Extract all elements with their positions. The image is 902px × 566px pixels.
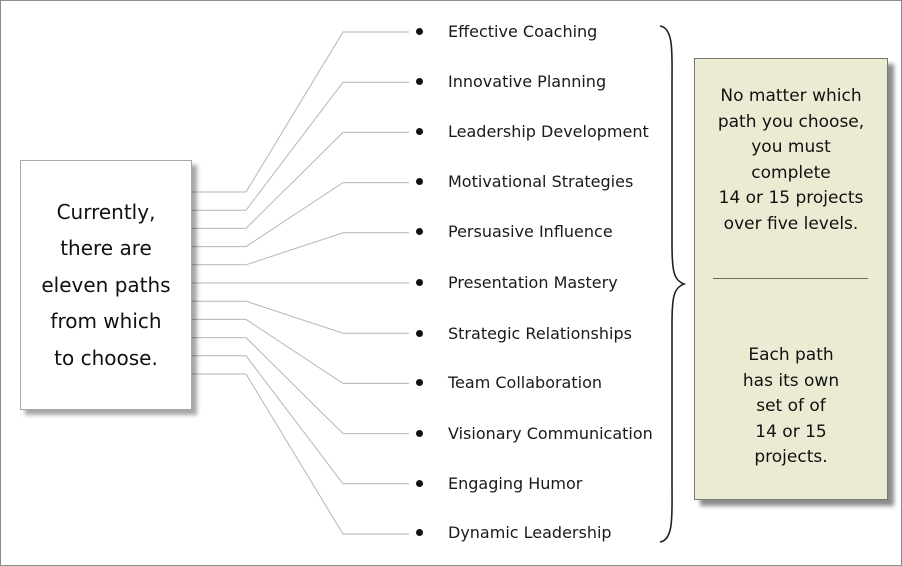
intro-line: to choose. [54, 345, 158, 370]
path-item: Motivational Strategies [416, 170, 633, 192]
connector-line [191, 373, 409, 535]
intro-line: Currently, [56, 199, 156, 224]
intro-box: Currently, there are eleven paths from w… [20, 160, 192, 410]
bullet-icon [416, 177, 423, 185]
path-label: Team Collaboration [448, 372, 603, 392]
path-label: Innovative Planning [448, 71, 607, 91]
connector-line [191, 300, 409, 334]
path-item: Leadership Development [416, 120, 649, 142]
bullet-icon [416, 329, 423, 337]
path-item: Team Collaboration [416, 371, 602, 393]
bullet-icon [416, 479, 423, 487]
path-label: Persuasive Influence [448, 221, 613, 241]
connector-line [191, 355, 409, 485]
path-label: Engaging Humor [448, 473, 583, 493]
path-item: Innovative Planning [416, 70, 606, 92]
connector-line [191, 318, 409, 384]
connector-line [191, 232, 409, 266]
connector-line [191, 131, 409, 229]
intro-text: Currently, there are eleven paths from w… [31, 194, 181, 377]
intro-line: from which [50, 309, 162, 334]
path-item: Engaging Humor [416, 472, 582, 494]
path-item: Effective Coaching [416, 20, 597, 42]
curly-brace-icon [659, 25, 687, 543]
bullet-icon [416, 27, 423, 35]
path-item: Visionary Communication [416, 422, 653, 444]
connector-line [191, 182, 409, 248]
connector-line [191, 81, 409, 211]
path-label: Strategic Relationships [448, 323, 632, 343]
summary-divider [713, 278, 868, 279]
path-label: Motivational Strategies [448, 171, 634, 191]
path-label: Visionary Communication [448, 423, 653, 443]
bullet-icon [416, 278, 423, 286]
path-item: Dynamic Leadership [416, 521, 612, 543]
bullet-icon [416, 127, 423, 135]
path-label: Dynamic Leadership [448, 522, 612, 542]
path-item: Strategic Relationships [416, 322, 632, 344]
bullet-icon [416, 227, 423, 235]
summary-box: No matter which path you choose, you mus… [694, 58, 888, 500]
summary-bottom-text: Each path has its own set of of 14 or 15… [742, 345, 840, 467]
path-item: Presentation Mastery [416, 271, 618, 293]
intro-line: there are [60, 236, 152, 261]
intro-line: eleven paths [41, 272, 171, 297]
bullet-icon [416, 378, 423, 386]
path-label: Effective Coaching [448, 21, 598, 41]
bullet-icon [416, 77, 423, 85]
path-label: Presentation Mastery [448, 272, 618, 292]
bullet-icon [416, 429, 423, 437]
summary-top-text: No matter which path you choose, you mus… [717, 86, 865, 234]
connector-line [191, 337, 409, 435]
path-item: Persuasive Influence [416, 220, 613, 242]
path-label: Leadership Development [448, 121, 649, 141]
connector-line [191, 31, 409, 193]
bullet-icon [416, 528, 423, 536]
